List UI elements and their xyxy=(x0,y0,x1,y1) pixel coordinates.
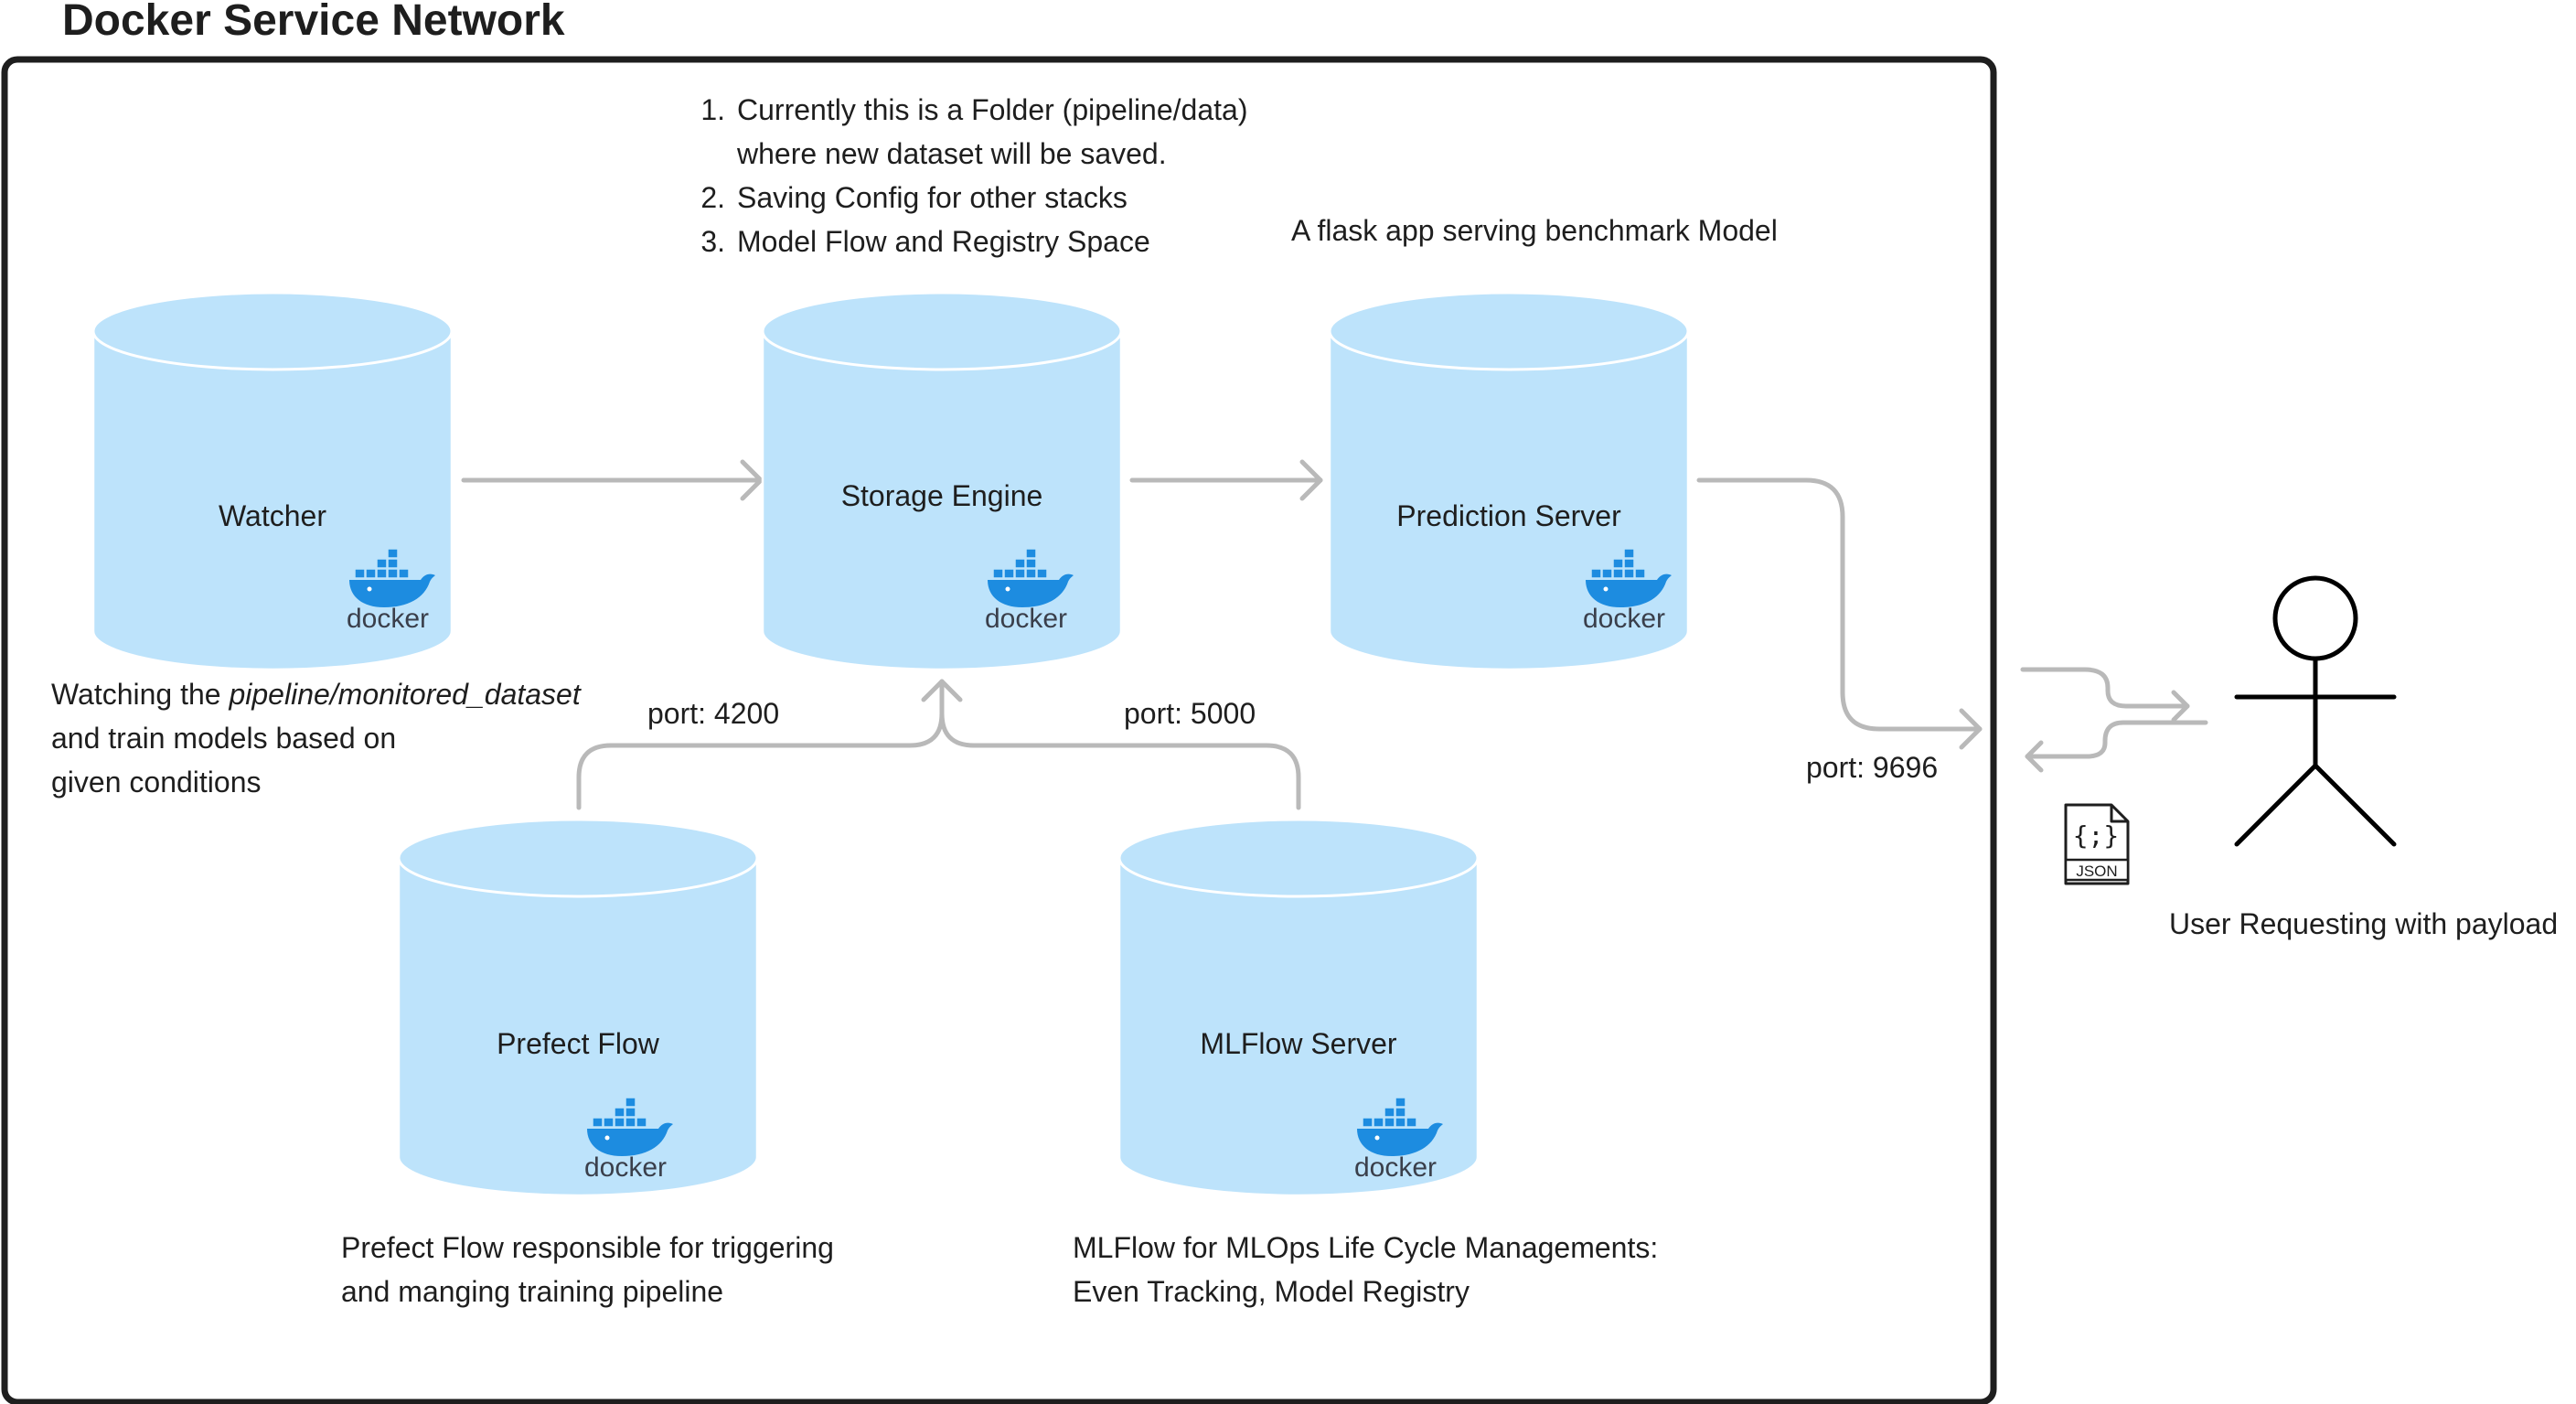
arrow-prefect-to-storage xyxy=(576,679,945,810)
svg-text:{;}: {;} xyxy=(2073,820,2120,851)
svg-text:docker: docker xyxy=(584,1152,667,1183)
diagram-title: Docker Service Network xyxy=(62,0,565,45)
service-label-watcher: Watcher xyxy=(219,499,326,532)
service-mlflow-server: MLFlow Server docker xyxy=(1117,818,1480,1197)
svg-text:given conditions: given conditions xyxy=(51,766,261,798)
svg-text:2.: 2. xyxy=(700,181,725,214)
svg-text:JSON: JSON xyxy=(2076,863,2117,880)
service-label-prefect-flow: Prefect Flow xyxy=(497,1027,660,1060)
svg-text:docker: docker xyxy=(1354,1152,1437,1183)
svg-text:1.: 1. xyxy=(700,93,725,126)
connectors xyxy=(461,459,2208,810)
svg-text:Model Flow and Registry Space: Model Flow and Registry Space xyxy=(737,225,1150,258)
service-label-prediction-server: Prediction Server xyxy=(1396,499,1621,532)
svg-text:Even Tracking, Model Registry: Even Tracking, Model Registry xyxy=(1073,1275,1470,1308)
svg-text:Saving Config for other stacks: Saving Config for other stacks xyxy=(737,181,1128,214)
svg-text:docker: docker xyxy=(985,604,1067,634)
port-label-mlflow: port: 5000 xyxy=(1124,697,1256,730)
svg-text:docker: docker xyxy=(347,604,429,634)
docker-icon: docker xyxy=(1354,1097,1444,1183)
svg-text:and manging training pipeline: and manging training pipeline xyxy=(341,1275,723,1308)
arrow-user-request xyxy=(2020,667,2190,709)
arrow-user-response xyxy=(2025,720,2208,759)
arrow-mlflow-to-storage xyxy=(939,711,1301,810)
svg-text:3.: 3. xyxy=(700,225,725,258)
port-label-prediction: port: 9696 xyxy=(1806,751,1938,784)
docker-icon: docker xyxy=(985,548,1074,634)
note-storage-engine: 1. Currently this is a Folder (pipeline/… xyxy=(700,93,1247,258)
docker-icon: docker xyxy=(347,548,436,634)
service-label-mlflow-server: MLFlow Server xyxy=(1200,1027,1397,1060)
svg-text:Currently this is a Folder (pi: Currently this is a Folder (pipeline/dat… xyxy=(737,93,1247,126)
svg-text:Prefect Flow responsible for t: Prefect Flow responsible for triggering xyxy=(341,1231,834,1264)
svg-text:MLFlow for MLOps Life Cycle Ma: MLFlow for MLOps Life Cycle Managements: xyxy=(1073,1231,1658,1264)
service-storage-engine: Storage Engine docker xyxy=(761,291,1123,671)
network-frame xyxy=(1,56,1997,1404)
service-prefect-flow: Prefect Flow docker xyxy=(397,818,759,1197)
json-file-icon: {;} JSON xyxy=(2064,803,2130,885)
docker-icon: docker xyxy=(1583,548,1673,634)
note-watcher: Watching the pipeline/monitored_dataset … xyxy=(51,678,582,798)
svg-text:and train models based on: and train models based on xyxy=(51,722,396,755)
note-prefect-flow: Prefect Flow responsible for triggering … xyxy=(341,1231,834,1308)
port-label-prefect: port: 4200 xyxy=(647,697,779,730)
note-mlflow-server: MLFlow for MLOps Life Cycle Managements:… xyxy=(1073,1231,1658,1308)
user-icon xyxy=(2234,575,2397,847)
note-prediction-server: A flask app serving benchmark Model xyxy=(1291,214,1778,247)
service-label-storage-engine: Storage Engine xyxy=(841,479,1043,512)
service-watcher: Watcher docker xyxy=(91,291,454,671)
svg-text:Watching the pipeline/monitore: Watching the pipeline/monitored_dataset xyxy=(51,678,582,711)
svg-text:where new dataset will be save: where new dataset will be saved. xyxy=(736,137,1167,170)
docker-icon: docker xyxy=(584,1097,674,1183)
arrow-prediction-to-user xyxy=(1696,477,1983,732)
user-label: User Requesting with payload xyxy=(2169,907,2558,940)
service-prediction-server: Prediction Server docker xyxy=(1328,291,1690,671)
svg-text:docker: docker xyxy=(1583,604,1665,634)
